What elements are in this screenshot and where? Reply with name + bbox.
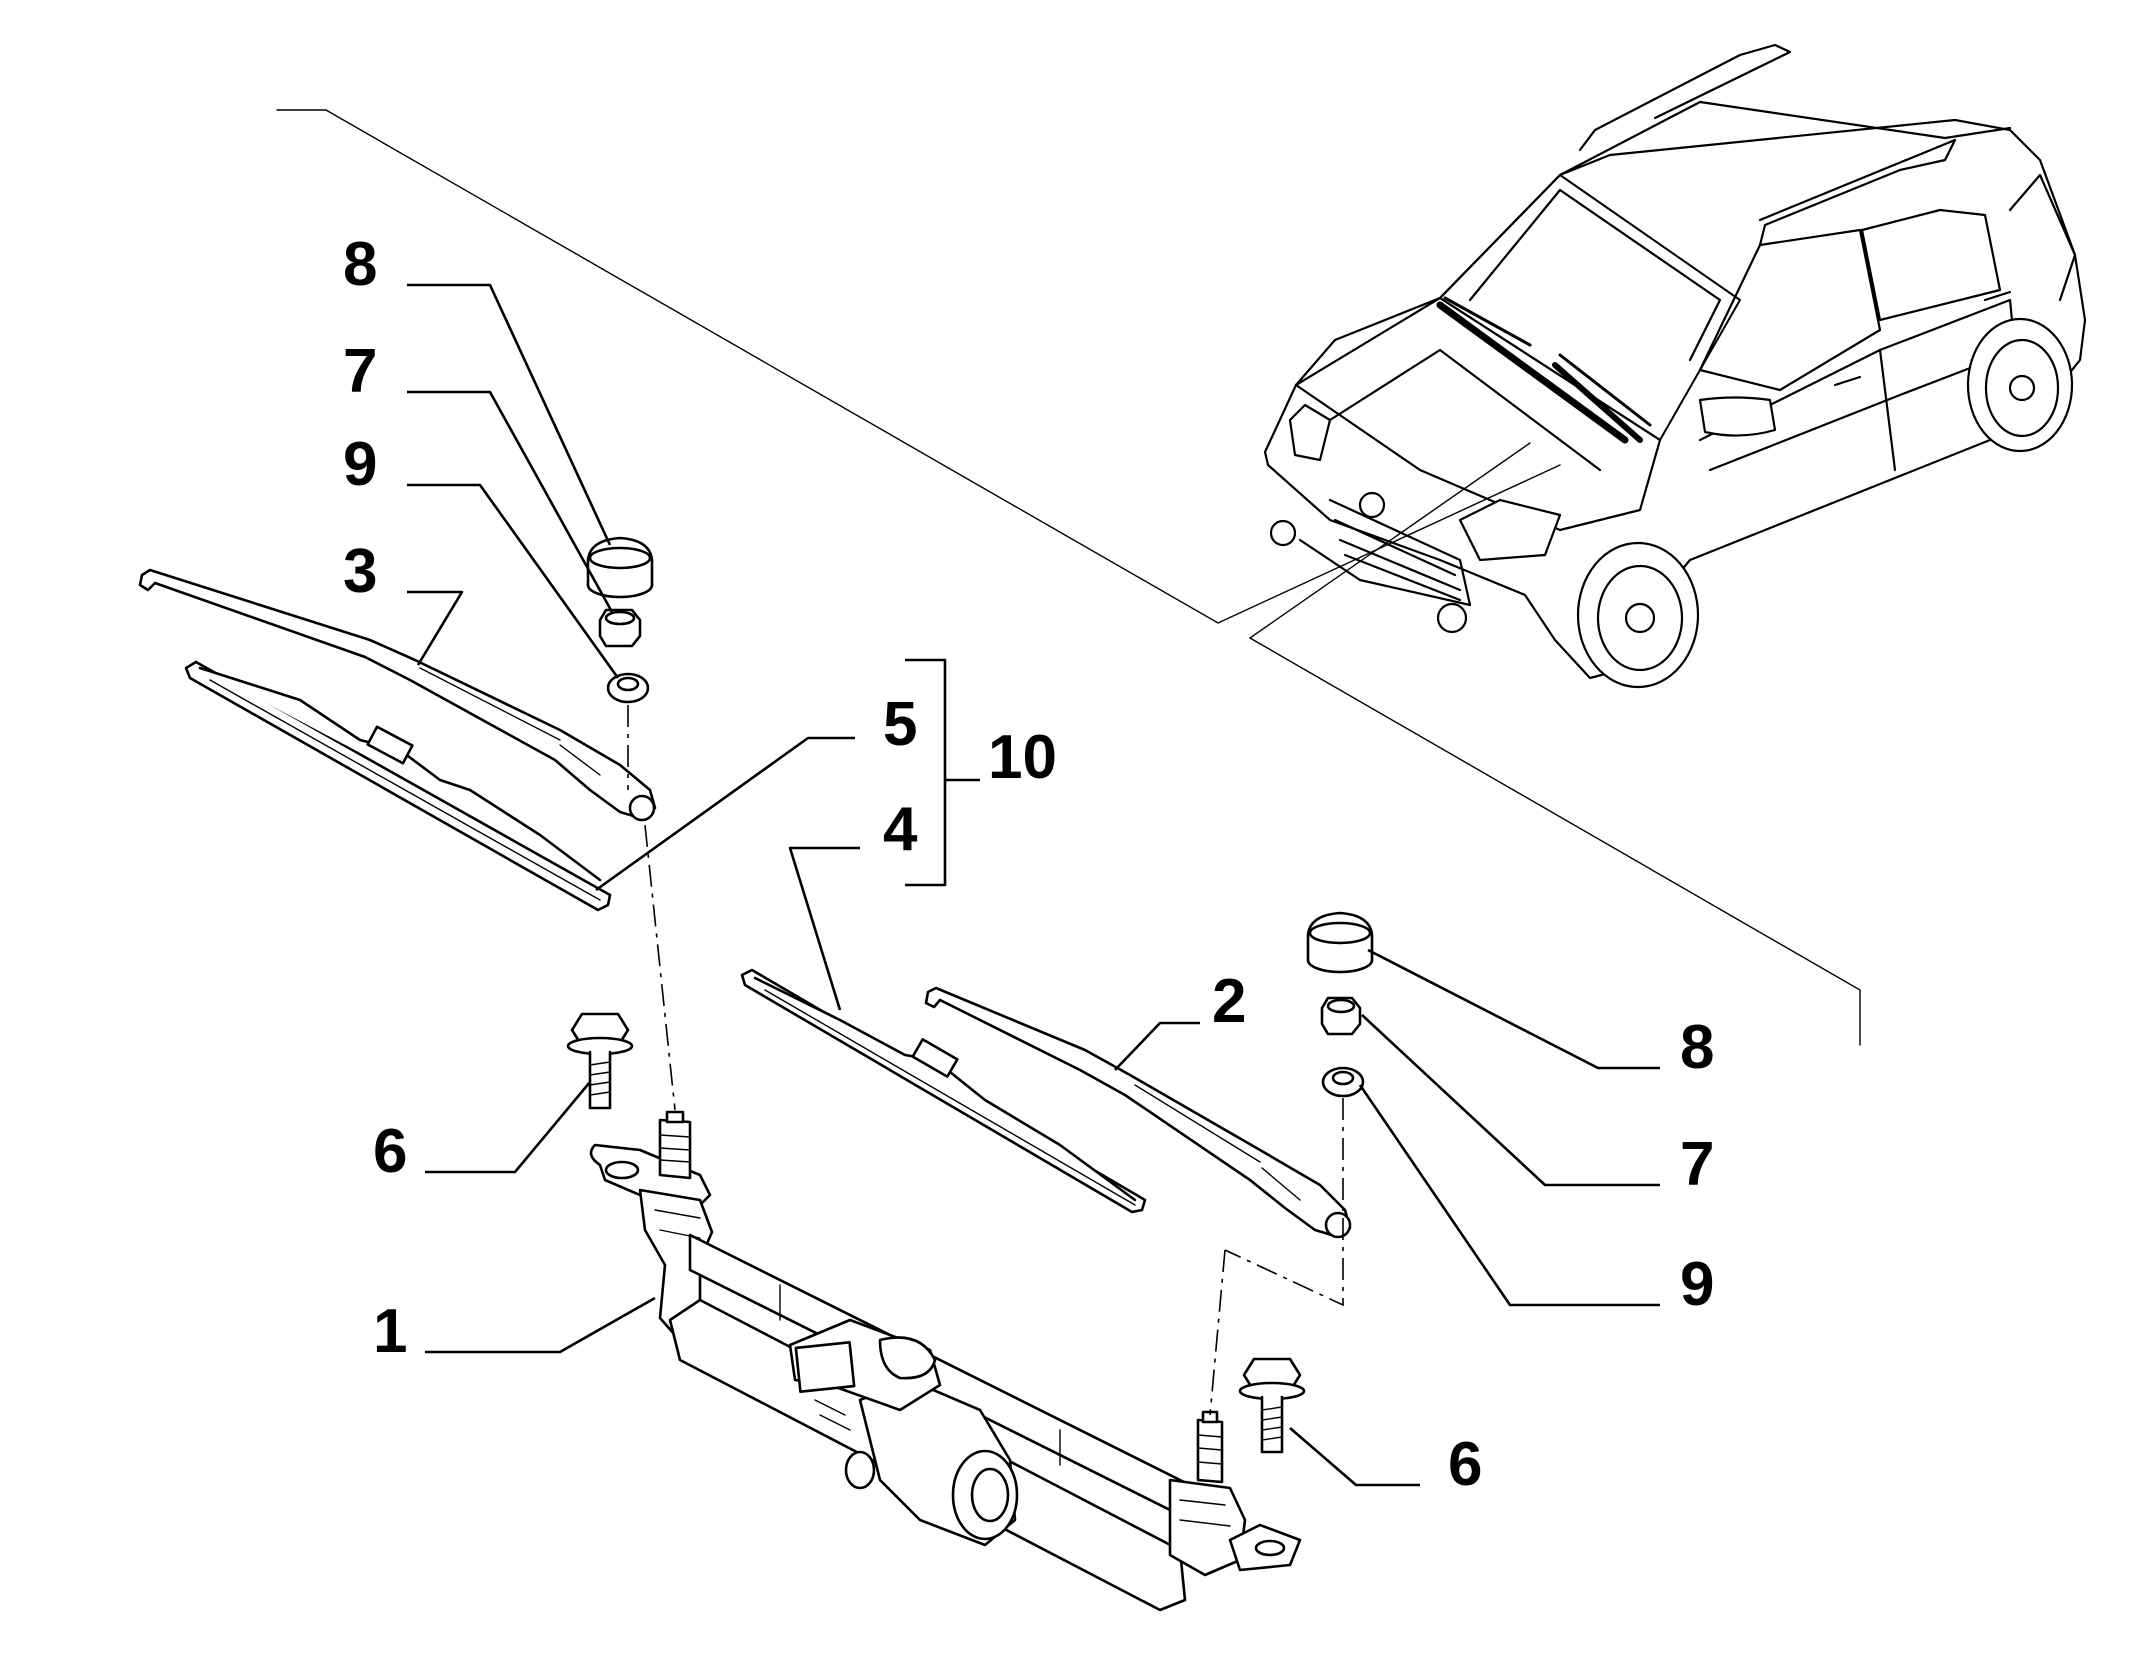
cap-left — [586, 536, 654, 599]
wiper-blade-right — [740, 968, 1147, 1214]
leader-3 — [407, 590, 464, 666]
callout-6-left: 6 — [373, 1117, 407, 1186]
wiper-blade-left — [184, 660, 612, 912]
washer-left — [606, 672, 650, 704]
bolt-left — [566, 1012, 634, 1110]
callout-3: 3 — [343, 537, 377, 606]
leader-7-right — [1361, 1014, 1660, 1187]
cap-right — [1306, 911, 1374, 974]
callout-8-right: 8 — [1680, 1013, 1714, 1082]
leader-5 — [595, 736, 855, 892]
callout-labels: 8 7 9 3 5 4 10 2 8 7 9 6 1 6 — [343, 230, 1714, 1499]
leader-6-left — [425, 1081, 591, 1174]
leader-4 — [788, 846, 860, 1011]
leader-1 — [425, 1296, 656, 1354]
callout-1: 1 — [373, 1297, 407, 1366]
nut-left — [598, 608, 642, 648]
callout-6-right: 6 — [1448, 1430, 1482, 1499]
callout-leaders — [407, 283, 1660, 1487]
leader-8-right — [1367, 948, 1660, 1070]
leader-6-right — [1289, 1427, 1420, 1487]
callout-7-left: 7 — [343, 337, 377, 406]
leader-9-right — [1358, 1084, 1660, 1307]
wiper-linkage-motor — [589, 1110, 1302, 1612]
callout-4: 4 — [883, 795, 918, 864]
callout-10: 10 — [988, 723, 1057, 792]
callout-9-right: 9 — [1680, 1250, 1714, 1319]
leader-8-left — [407, 283, 612, 546]
callout-2: 2 — [1212, 967, 1246, 1036]
leader-9-left — [407, 483, 620, 679]
wiper-arm-right — [924, 986, 1352, 1239]
leader-2 — [1114, 1021, 1200, 1071]
nut-right — [1320, 996, 1362, 1036]
callout-9-left: 9 — [343, 430, 377, 499]
washer-right — [1321, 1066, 1365, 1098]
leader-7-left — [407, 390, 614, 613]
wiper-arm-left — [138, 568, 657, 822]
bolt-right — [1238, 1357, 1306, 1454]
callout-7-right: 7 — [1680, 1130, 1714, 1199]
callout-5: 5 — [883, 690, 917, 759]
car-illustration — [1263, 43, 2087, 689]
bracket-10 — [905, 658, 980, 887]
callout-8-left: 8 — [343, 230, 377, 299]
assembly-dashed-lines — [627, 705, 1344, 1416]
